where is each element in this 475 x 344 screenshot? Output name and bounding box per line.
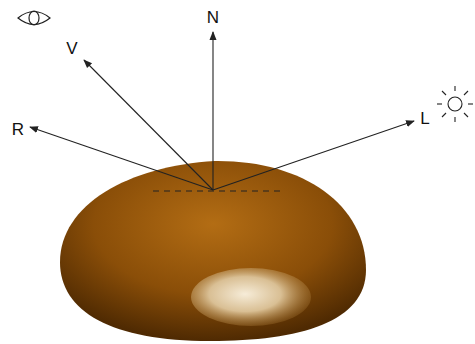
view-vector [84,60,213,190]
vector-arrows [30,32,414,190]
reflect-label: R [12,121,24,138]
view-label: V [66,40,77,57]
sun-icon [437,86,473,122]
light-vector [213,121,414,190]
specular-highlight [191,268,311,326]
normal-label: N [207,9,219,26]
light-label: L [420,110,429,127]
normal-vector [212,32,213,190]
eye-icon [18,11,50,25]
tangent-line [153,191,280,192]
reflect-vector [30,127,213,190]
